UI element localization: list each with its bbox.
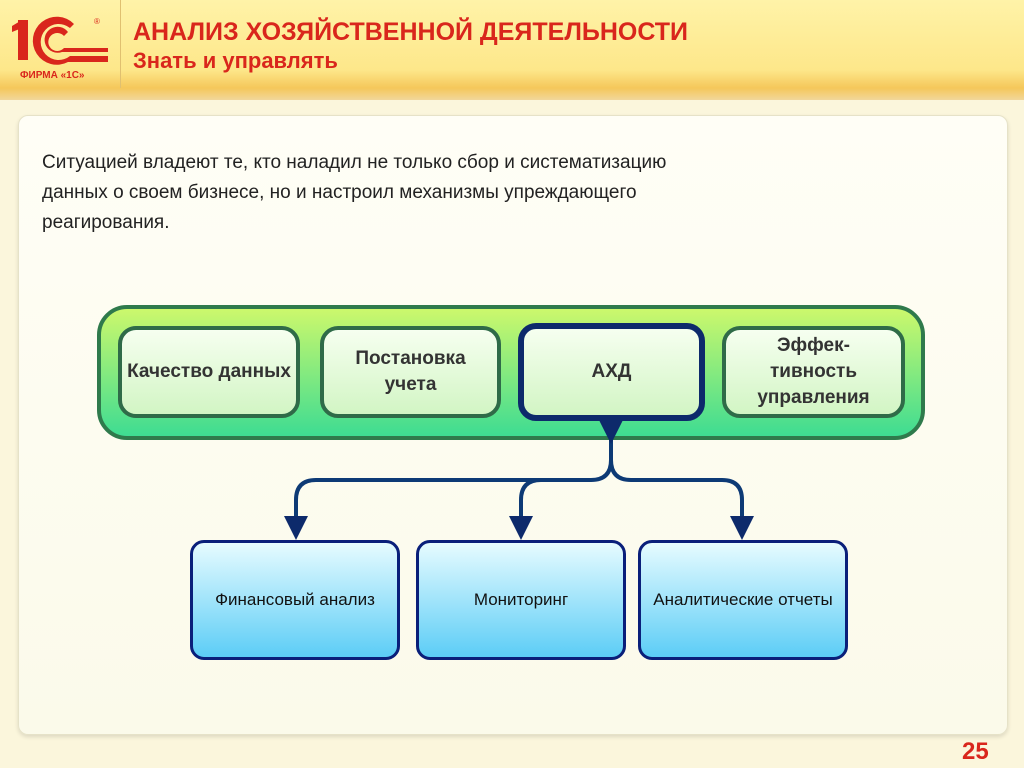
box-analytical-reports: Аналитические отчеты [638, 540, 848, 660]
svg-text:ФИРМА «1С»: ФИРМА «1С» [20, 70, 85, 81]
header: ® ФИРМА «1С» АНАЛИЗ ХОЗЯЙСТВЕННОЙ ДЕЯТЕЛ… [0, 0, 1024, 100]
logo-1c: ® ФИРМА «1С» [12, 16, 108, 81]
page-number: 25 [962, 738, 989, 765]
intro-text: Ситуацией владеют те, кто наладил не тол… [42, 152, 667, 233]
box-data-quality: Качество данных [118, 326, 300, 418]
box-ahd: АХД [518, 323, 705, 421]
svg-text:®: ® [94, 17, 100, 26]
box-financial-analysis: Финансовый анализ [190, 540, 400, 660]
slide-subtitle: Знать и управлять [133, 48, 338, 73]
header-divider [120, 0, 121, 88]
slide-title: АНАЛИЗ ХОЗЯЙСТВЕННОЙ ДЕЯТЕЛЬНОСТИ [133, 18, 689, 46]
box-accounting-setup: Постановка учета [320, 326, 501, 418]
box-management-efficiency: Эффек-тивность управления [722, 326, 905, 418]
box-monitoring: Мониторинг [416, 540, 626, 660]
